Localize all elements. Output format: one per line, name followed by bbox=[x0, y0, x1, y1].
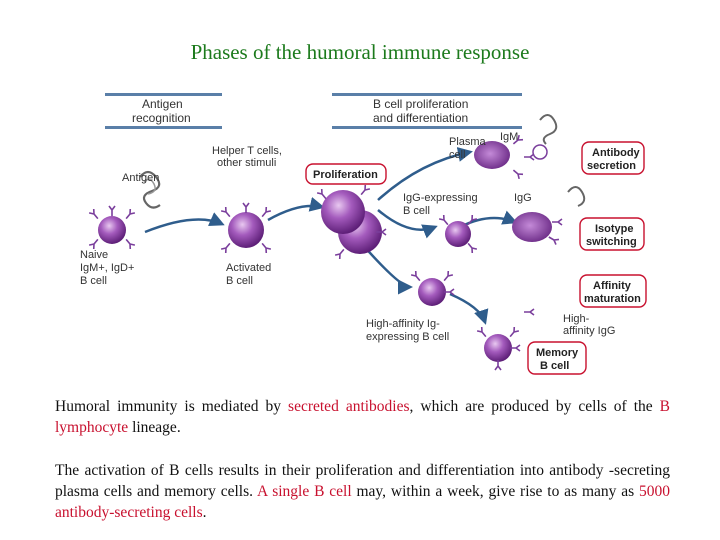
antigen-recognition-label-1: Antigen bbox=[142, 97, 183, 111]
naive-b-cell bbox=[88, 205, 136, 250]
antibody-secretion-label-2: secretion bbox=[587, 160, 636, 172]
activation-paragraph: The activation of B cells results in the… bbox=[55, 460, 670, 523]
high-affinity-igg-label-1: High- bbox=[563, 313, 590, 325]
p1-highlight-antibodies: secreted antibodies bbox=[288, 398, 410, 415]
p1-highlight-b-lymphocyte: B lymphocyte bbox=[55, 398, 670, 436]
antigen-molecule-icon bbox=[567, 186, 586, 207]
naive-label-2: IgM+, IgD+ bbox=[80, 262, 134, 274]
antigen-molecule-icon bbox=[539, 114, 558, 145]
antibody-secretion-label-1: Antibody bbox=[592, 147, 641, 159]
p2-text-2: may, within a week, give rise to as many… bbox=[351, 483, 639, 500]
arrow-activated-to-proliferation bbox=[267, 197, 325, 222]
p1-text-1: Humoral immunity is mediated by bbox=[55, 398, 289, 415]
p1-text-3: lineage. bbox=[128, 419, 181, 436]
igg-expressing-b-cell bbox=[438, 214, 478, 254]
antigen-label: Antigen bbox=[122, 172, 159, 184]
plasma-cell-igg bbox=[512, 212, 563, 246]
proliferation-box: Proliferation bbox=[305, 163, 387, 185]
antigen-recognition-label-2: recognition bbox=[132, 111, 191, 125]
proliferation-header-label-2: and differentiation bbox=[373, 111, 468, 125]
p2-text-1: The activation of B cells results in the… bbox=[55, 462, 670, 500]
plasma-cell-igm bbox=[474, 134, 548, 180]
plasma-label-1: Plasma bbox=[449, 136, 487, 148]
arrow-to-igg-plasma bbox=[459, 210, 518, 229]
high-affinity-label-1: High-affinity Ig- bbox=[366, 318, 440, 330]
helper-t-label-2: other stimuli bbox=[217, 157, 276, 169]
memory-b-cell-box: Memory B cell bbox=[527, 341, 587, 375]
antigen-recognition-header: Antigen recognition bbox=[105, 93, 222, 129]
naive-label-1: Naive bbox=[80, 249, 108, 261]
activated-label-2: B cell bbox=[226, 275, 253, 287]
affinity-maturation-box: Affinity maturation bbox=[579, 274, 647, 308]
igg-label: IgG bbox=[514, 192, 532, 204]
isotype-switching-label-2: switching bbox=[586, 236, 637, 248]
memory-box-label-1: Memory bbox=[536, 347, 579, 359]
humoral-response-diagram: Antigen recognition B cell proliferation… bbox=[80, 93, 647, 375]
proliferation-header-label-1: B cell proliferation bbox=[373, 97, 468, 111]
affinity-maturation-label-1: Affinity bbox=[593, 280, 632, 292]
proliferating-cells bbox=[316, 184, 387, 260]
arrow-naive-to-activated bbox=[144, 212, 225, 234]
p2-highlight-5000-cells: 5000 antibody-secreting cells bbox=[55, 483, 670, 521]
helper-t-label-1: Helper T cells, bbox=[212, 145, 282, 157]
high-affinity-igg-label-2: affinity IgG bbox=[563, 325, 615, 337]
p2-highlight-single-b-cell: A single B cell bbox=[257, 483, 352, 500]
igm-label: IgM bbox=[500, 131, 518, 143]
affinity-maturation-label-2: maturation bbox=[584, 293, 641, 305]
proliferation-box-label: Proliferation bbox=[313, 169, 378, 181]
isotype-switching-label-1: Isotype bbox=[595, 223, 634, 235]
isotype-switching-box: Isotype switching bbox=[579, 217, 645, 251]
activated-label-1: Activated bbox=[226, 262, 271, 274]
arrow-to-plasma bbox=[377, 147, 473, 201]
p1-text-2: , which are produced by cells of the bbox=[409, 398, 660, 415]
activated-b-cell bbox=[220, 202, 272, 254]
arrow-to-igg-cell bbox=[377, 209, 438, 239]
proliferation-header: B cell proliferation and differentiation bbox=[332, 93, 522, 129]
high-affinity-label-2: expressing B cell bbox=[366, 331, 449, 343]
high-affinity-b-cell bbox=[410, 270, 535, 316]
naive-label-3: B cell bbox=[80, 275, 107, 287]
arrow-to-memory bbox=[449, 292, 489, 325]
plasma-label-2: cell bbox=[449, 149, 466, 161]
igg-expressing-label-2: B cell bbox=[403, 205, 430, 217]
igg-expressing-label-1: IgG-expressing bbox=[403, 192, 478, 204]
antibody-secretion-box: Antibody secretion bbox=[581, 141, 645, 175]
memory-box-label-2: B cell bbox=[540, 360, 569, 372]
intro-paragraph: Humoral immunity is mediated by secreted… bbox=[55, 396, 670, 438]
p2-text-3: . bbox=[202, 504, 207, 521]
antigen-molecule-icon bbox=[139, 170, 161, 209]
memory-b-cell bbox=[476, 326, 521, 371]
slide-title: Phases of the humoral immune response bbox=[190, 40, 530, 64]
